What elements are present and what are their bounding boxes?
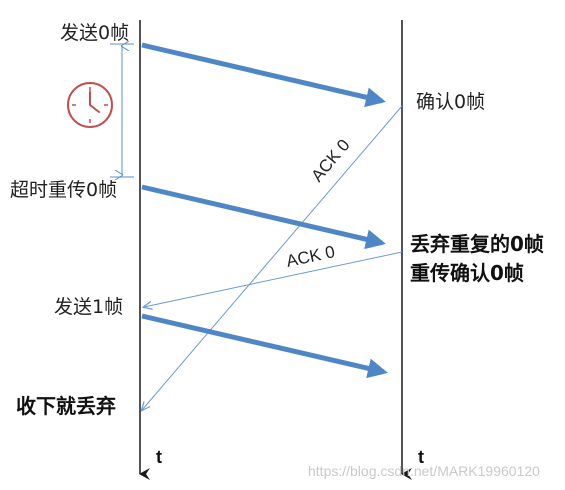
receive-discard-label: 收下就丢弃: [16, 394, 116, 418]
send-frame0-label: 发送0帧: [60, 22, 130, 44]
ack0-line-first: [142, 105, 403, 410]
confirm-frame0-label: 确认0帧: [416, 91, 486, 113]
ack0-line-second: [144, 251, 403, 307]
clock-icon: [67, 82, 113, 128]
timeout-resend-label: 超时重传0帧: [10, 179, 118, 201]
discard-duplicate-label: 丢弃重复的0帧: [410, 232, 544, 256]
frame1-arrow: [141, 313, 388, 379]
watermark-text: https://blog.csdn.net/MARK19960120: [308, 463, 540, 479]
receiver-time-label: t: [418, 447, 424, 467]
frame0-resend-arrow: [141, 184, 386, 250]
frame0-arrow: [141, 42, 386, 108]
sender-time-label: t: [156, 447, 162, 467]
send-frame1-label: 发送1帧: [54, 296, 124, 318]
resend-confirm-label: 重传确认0帧: [410, 261, 524, 285]
